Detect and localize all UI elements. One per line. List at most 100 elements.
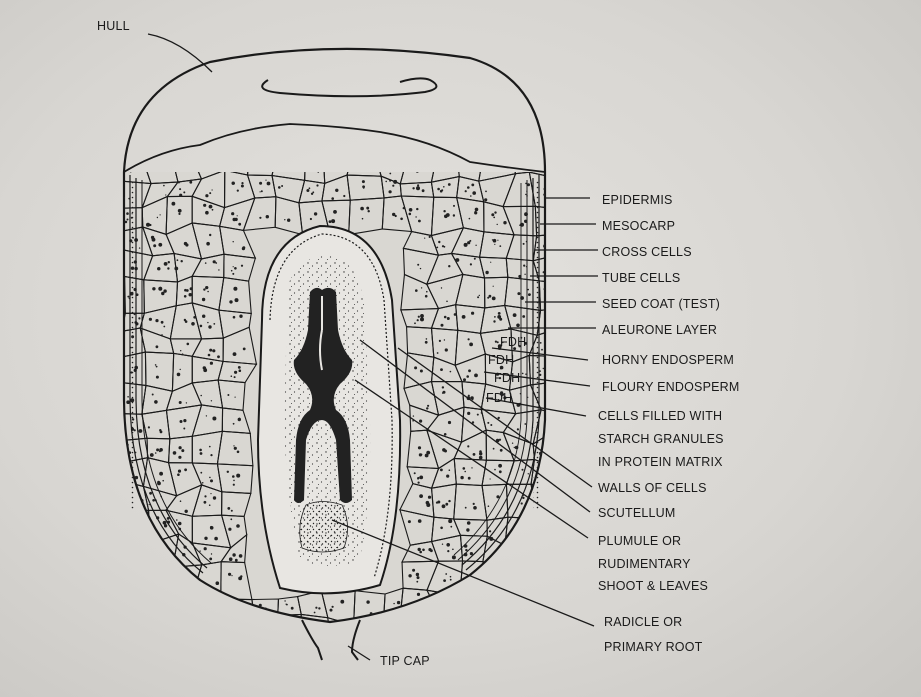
starch-granule: [498, 312, 501, 315]
fdh-label: FDH: [494, 371, 520, 385]
starch-granule: [211, 553, 212, 554]
starch-granule: [550, 363, 552, 365]
starch-granule: [164, 611, 166, 613]
starch-granule: [183, 428, 185, 430]
starch-granule: [463, 378, 466, 381]
starch-granule: [182, 353, 184, 355]
starch-granule: [505, 164, 507, 166]
starch-granule: [413, 415, 414, 416]
starch-granule: [462, 315, 466, 319]
starch-granule: [139, 529, 141, 531]
starch-granule: [180, 350, 181, 351]
starch-granule: [207, 291, 209, 293]
starch-granule: [139, 247, 140, 248]
starch-granule: [209, 504, 211, 506]
starch-granule: [153, 631, 157, 635]
starch-granule: [149, 135, 153, 139]
starch-granule: [239, 162, 242, 165]
starch-granule: [388, 163, 390, 165]
starch-granule: [150, 453, 154, 457]
starch-granule: [527, 607, 530, 610]
starch-granule: [419, 494, 423, 498]
starch-granule: [126, 563, 129, 566]
starch-granule: [465, 190, 467, 192]
starch-granule: [441, 189, 443, 191]
starch-granule: [485, 191, 487, 193]
starch-granule: [427, 405, 429, 407]
starch-granule: [505, 622, 509, 626]
starch-granule: [541, 493, 545, 497]
starch-granule: [234, 447, 237, 450]
starch-granule: [178, 470, 181, 473]
starch-granule: [186, 633, 189, 636]
starch-granule: [543, 546, 544, 547]
starch-granule: [546, 501, 547, 502]
starch-granule: [364, 143, 366, 145]
starch-granule: [178, 209, 182, 213]
endosperm-cell: [510, 588, 543, 623]
starch-granule: [442, 386, 444, 388]
starch-granule: [292, 634, 294, 636]
endosperm-cell: [272, 614, 301, 641]
starch-granule: [548, 400, 550, 402]
starch-granule: [547, 449, 550, 452]
starch-granule: [412, 187, 414, 189]
starch-granule: [160, 287, 162, 289]
starch-granule: [430, 146, 431, 147]
starch-granule: [547, 217, 548, 218]
starch-granule: [448, 519, 452, 523]
starch-granule: [479, 295, 480, 296]
starch-granule: [523, 140, 524, 141]
starch-granule: [442, 245, 444, 247]
endosperm-cell: [192, 124, 225, 157]
starch-granule: [362, 218, 364, 220]
starch-granule: [550, 243, 553, 246]
starch-granule: [186, 139, 187, 140]
starch-granule: [455, 259, 457, 261]
starch-granule: [475, 245, 476, 246]
starch-granule: [551, 140, 554, 143]
starch-granule: [186, 402, 187, 403]
right-layer-dots: [533, 180, 539, 510]
starch-granule: [128, 609, 129, 610]
starch-granule: [425, 295, 428, 298]
starch-granule: [199, 550, 200, 551]
starch-granule: [420, 454, 422, 456]
starch-granule: [204, 501, 207, 504]
starch-granule: [167, 555, 168, 556]
tip-cap: [302, 620, 360, 660]
starch-granule: [551, 214, 554, 217]
starch-granule: [519, 530, 521, 532]
starch-granule: [543, 368, 544, 369]
starch-granule: [477, 414, 479, 416]
starch-granule: [234, 376, 236, 378]
label-hull: HULL: [97, 19, 130, 33]
starch-granule: [521, 502, 523, 504]
starch-granule: [360, 140, 361, 141]
starch-granule: [186, 289, 189, 292]
starch-granule: [209, 234, 211, 236]
endosperm-cell: [427, 121, 465, 151]
starch-granule: [234, 218, 237, 221]
starch-granule: [332, 606, 334, 608]
starch-granule: [211, 400, 212, 401]
starch-granule: [242, 247, 245, 250]
starch-granule: [428, 496, 431, 499]
starch-granule: [190, 287, 193, 290]
starch-granule: [496, 620, 498, 622]
starch-granule: [160, 628, 164, 632]
starch-granule: [447, 550, 449, 552]
starch-granule: [203, 288, 205, 290]
starch-granule: [552, 317, 555, 320]
starch-granule: [389, 173, 391, 175]
starch-granule: [466, 375, 469, 378]
starch-granule: [464, 471, 466, 473]
starch-granule: [546, 264, 548, 266]
starch-granule: [490, 424, 492, 426]
endosperm-cell: [353, 119, 375, 150]
starch-granule: [499, 318, 502, 321]
starch-granule: [425, 341, 428, 344]
starch-granule: [393, 180, 397, 184]
starch-granule: [210, 601, 213, 604]
starch-granule: [471, 583, 473, 585]
